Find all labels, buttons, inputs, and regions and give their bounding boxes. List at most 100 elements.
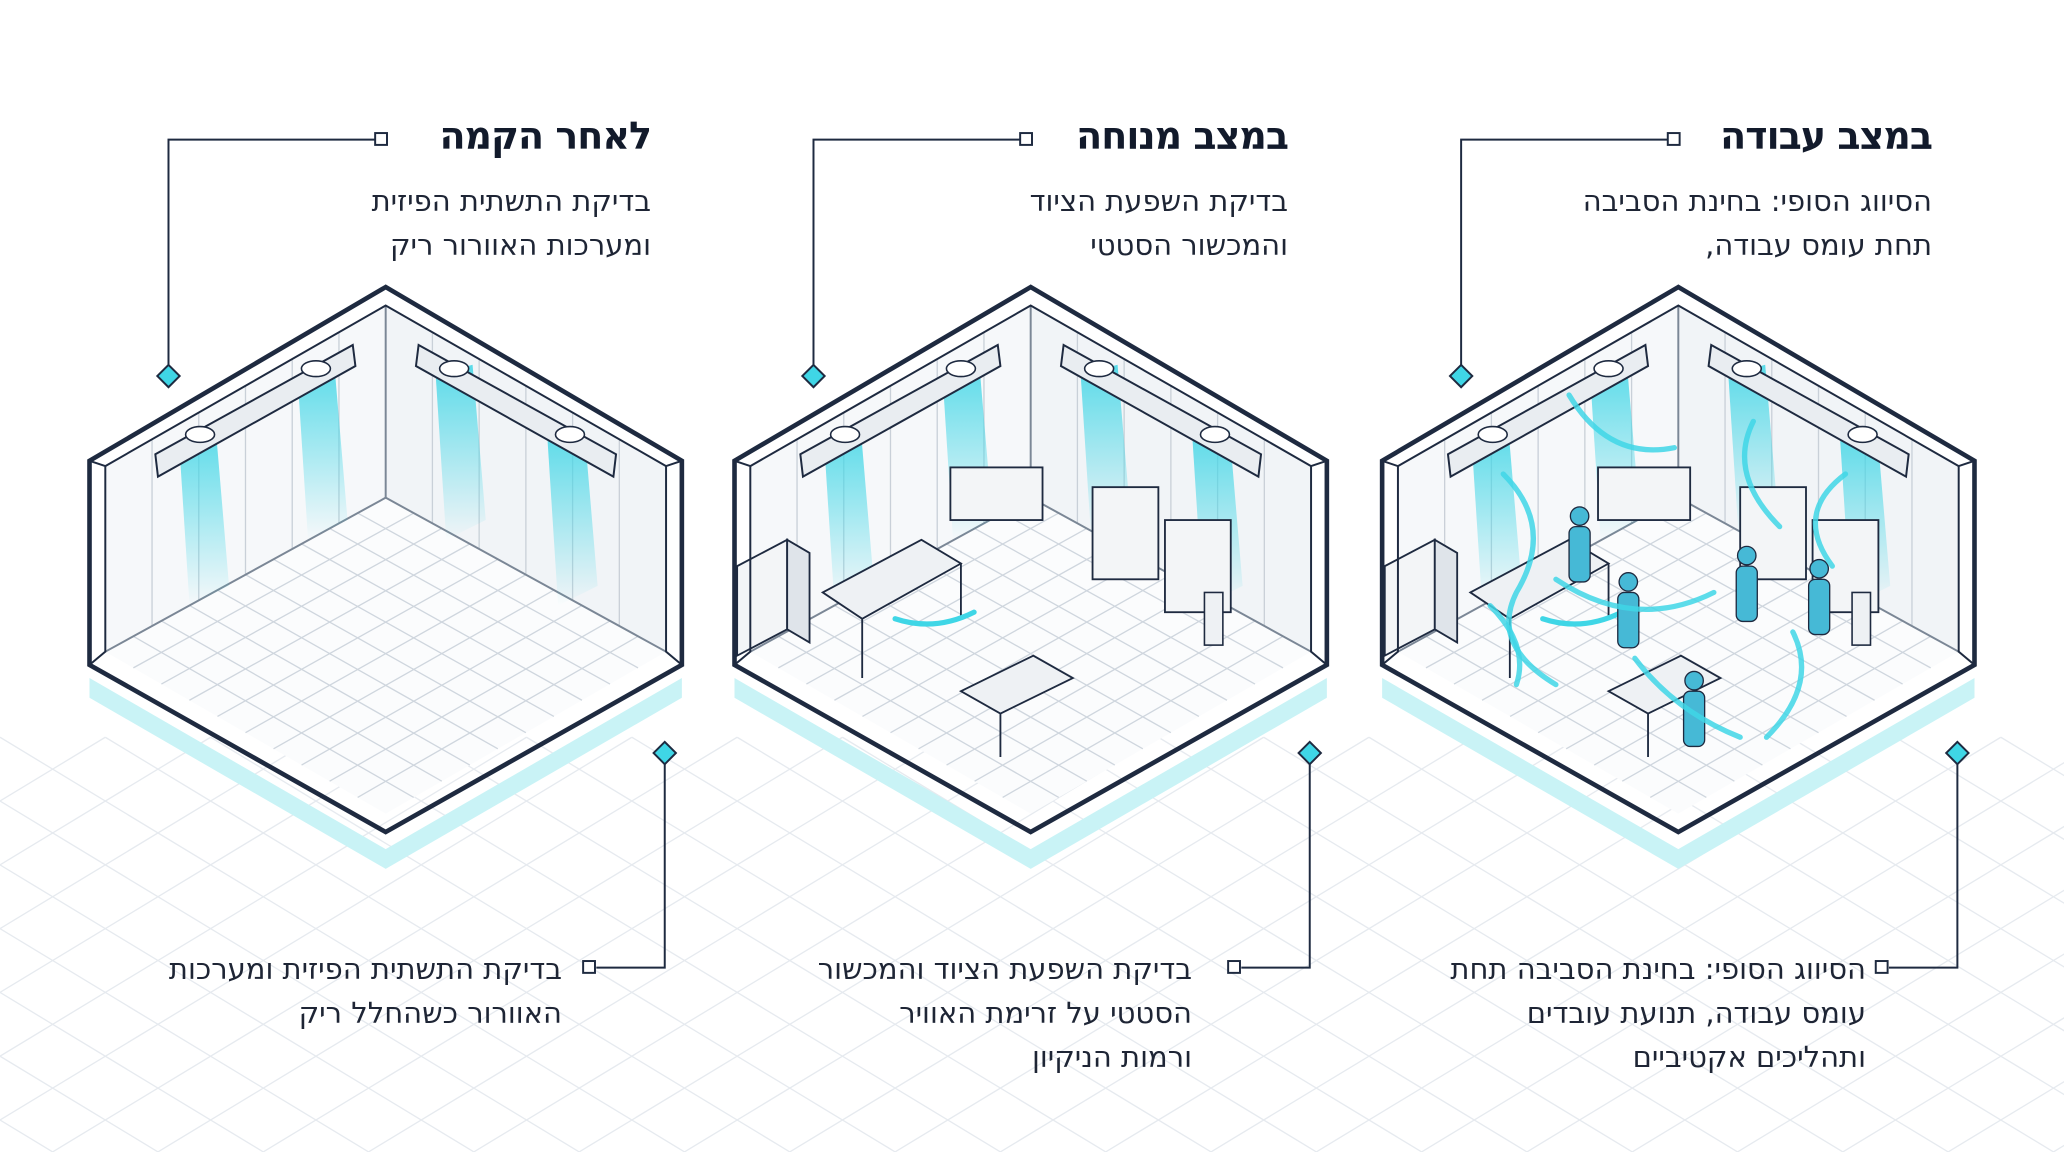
diffuser-icon [1847, 425, 1878, 444]
panel-description-line: הסטטי על זרימת האוויר [899, 996, 1192, 1030]
panel-description-line: ותהליכים אקטיביים [1632, 1040, 1866, 1074]
connector-operational [1448, 132, 1970, 974]
wall-top [749, 304, 1312, 467]
control-panel [1203, 591, 1224, 646]
airflow-stream [179, 430, 230, 606]
grid-line [1737, 953, 2064, 1152]
wall-cabinet [1597, 466, 1692, 521]
wall-thickness [1381, 459, 1399, 666]
desk [1606, 654, 1723, 715]
connector-square [1227, 960, 1241, 974]
diffuser-icon [829, 425, 861, 444]
floor-grid-line [189, 604, 471, 766]
grid-line [0, 800, 580, 1152]
floor-grid-line [974, 620, 1256, 782]
wall-thickness [1957, 459, 1976, 666]
grid-line [1368, 736, 2054, 1152]
panel-description-line: הסיווג הסופי: בחינת הסביבה תחת [1450, 952, 1866, 986]
grid-line [473, 736, 1159, 1152]
grid-line [1315, 736, 2002, 1152]
diffuser-icon [1083, 359, 1115, 378]
grid-line [157, 736, 843, 1152]
turbulent-airflow [1763, 629, 1805, 740]
control-panel [1851, 591, 1872, 646]
airflow-arrow [892, 609, 977, 627]
room-after-construction [87, 284, 685, 869]
ceiling-air-unit [1059, 343, 1263, 479]
floor-grid-line [161, 620, 443, 782]
connector-diamond [800, 363, 827, 389]
diffuser-icon [1731, 359, 1763, 378]
diffuser-icon [1199, 425, 1231, 444]
connector-square [1666, 132, 1681, 146]
panel-subtitle-line: והמכשור הסטטי [1090, 228, 1288, 262]
floor-grid-line [1537, 574, 1819, 734]
floor-grid-line [1509, 589, 1791, 750]
connector-diamond [652, 740, 678, 766]
grid-line [947, 736, 1633, 1152]
bottom-connector-line [596, 760, 666, 969]
worker-body [1807, 578, 1831, 636]
floor-grid-line [245, 574, 527, 734]
panel-title: במצב עבודה [1720, 114, 1933, 158]
worker-head [1569, 506, 1590, 526]
floor-grid-line [862, 589, 1144, 750]
cabinet-side [1433, 538, 1459, 645]
top-connector-line [812, 138, 1022, 372]
floor-grid-line [217, 589, 499, 750]
floor [105, 497, 667, 814]
grid-line [1684, 736, 2064, 968]
diffuser-icon [438, 359, 470, 378]
grid-line [842, 736, 1528, 1152]
panel-description-line: בדיקת השפעת הציוד והמכשור [817, 952, 1192, 986]
floor-grid-line [806, 620, 1088, 782]
ceiling-air-unit [1707, 343, 1910, 479]
grid-line [894, 736, 1580, 1152]
grid-line [1842, 1017, 2064, 1152]
floor-grid-line [301, 604, 583, 766]
wall-top [1397, 304, 1960, 467]
floor-grid-line [1425, 635, 1707, 798]
grid-line [368, 736, 1054, 1152]
worker-body [1568, 525, 1591, 583]
top-connector-line [167, 138, 377, 372]
connector-diamond [155, 363, 182, 389]
fume-hood [1091, 486, 1160, 581]
connector-at-rest [800, 132, 1323, 974]
turbulent-airflow [1487, 602, 1523, 688]
ceiling-air-unit [1446, 343, 1650, 479]
airflow-stream [547, 430, 598, 606]
desk [958, 654, 1075, 715]
background-grid [0, 736, 2064, 1152]
panel-subtitle-line: תחת עומס עבודה, [1705, 228, 1932, 262]
grid-line [2000, 736, 2064, 777]
diffuser-icon [945, 359, 977, 378]
connector-square [1874, 960, 1889, 974]
grid-line [736, 736, 1422, 1152]
turbulent-airflow [1566, 392, 1678, 453]
grid-line [0, 736, 211, 866]
airflow-arrow [1540, 609, 1625, 627]
panel-title: במצב מנוחה [1076, 114, 1289, 158]
panel-subtitle-line: בדיקת התשתית הפיזית [371, 184, 651, 218]
floor-grid-line [1453, 620, 1735, 782]
worker-body [1735, 565, 1758, 623]
grid-line [1631, 889, 2064, 1152]
grid-line [1421, 761, 2064, 1152]
airflow-stream [435, 364, 486, 540]
floor-grid-line [1649, 635, 1931, 798]
turbulent-airflow [1632, 655, 1743, 740]
connector-after-construction [155, 132, 678, 974]
grid-line [0, 927, 369, 1152]
connector-square [374, 132, 388, 146]
grid-line [1158, 736, 1844, 1152]
worker-head [1809, 558, 1830, 579]
grid-line [0, 736, 317, 930]
connector-diamond [1944, 740, 1970, 766]
cabinet-side [786, 538, 811, 645]
diffuser-icon [184, 425, 216, 444]
wall-thickness [88, 459, 107, 666]
grid-line [0, 736, 106, 802]
grid-line [0, 864, 475, 1152]
wall-thickness [733, 459, 752, 666]
